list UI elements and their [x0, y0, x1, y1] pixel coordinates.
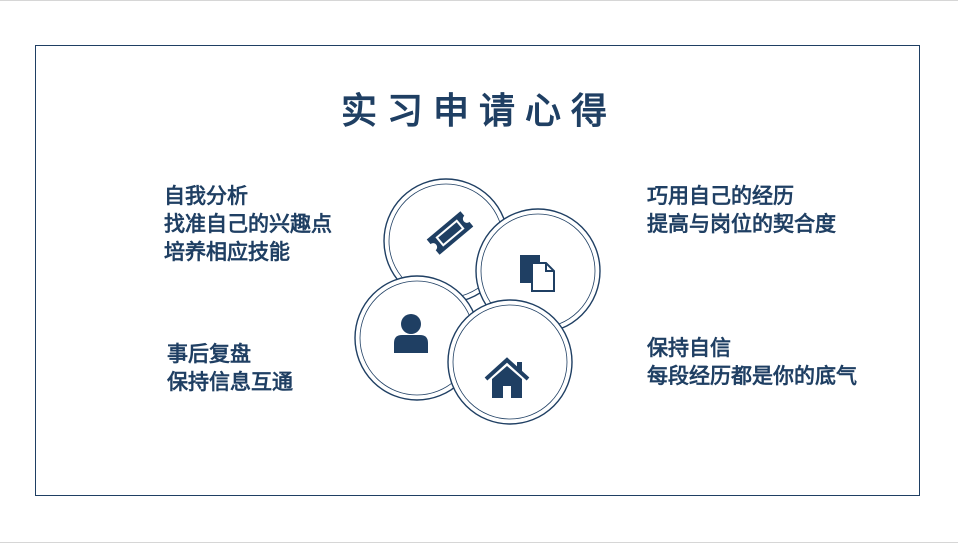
four-circle-diagram	[354, 178, 601, 425]
text-line: 保持信息互通	[167, 369, 293, 394]
text-block-confidence: 保持自信 每段经历都是你的底气	[647, 334, 857, 390]
text-block-review: 事后复盘 保持信息互通	[167, 340, 293, 396]
text-line: 自我分析	[164, 183, 248, 208]
page-title: 实习申请心得	[340, 90, 617, 132]
text-block-experience: 巧用自己的经历 提高与岗位的契合度	[647, 182, 836, 238]
text-line: 巧用自己的经历	[647, 183, 794, 208]
text-line: 事后复盘	[167, 341, 251, 366]
content-frame	[35, 45, 920, 496]
text-line: 找准自己的兴趣点	[164, 211, 332, 236]
text-line: 保持自信	[647, 335, 731, 360]
top-divider	[0, 0, 958, 1]
home-icon	[484, 357, 530, 398]
document-icon	[520, 255, 555, 292]
text-line: 每段经历都是你的底气	[647, 363, 857, 388]
ticket-icon	[426, 211, 474, 255]
person-icon	[394, 314, 428, 353]
text-block-self-analysis: 自我分析 找准自己的兴趣点 培养相应技能	[164, 182, 332, 266]
text-line: 培养相应技能	[164, 239, 290, 264]
text-line: 提高与岗位的契合度	[647, 211, 836, 236]
circle-bottom-inner	[452, 304, 568, 420]
bottom-divider	[0, 542, 958, 543]
